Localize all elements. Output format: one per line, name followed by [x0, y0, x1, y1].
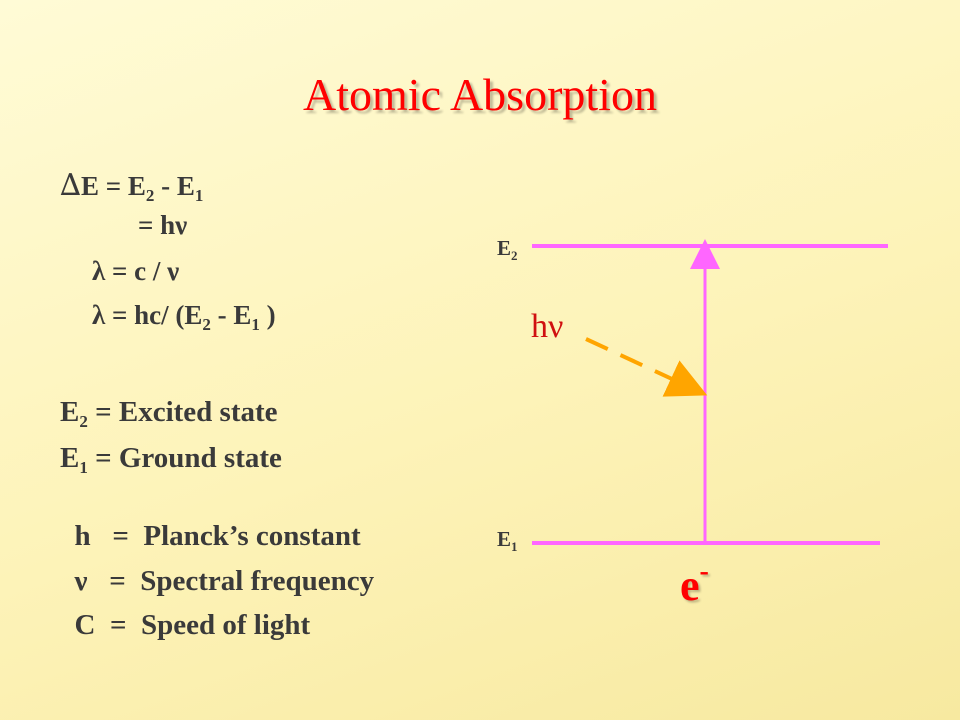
def-symbol: E [60, 396, 80, 428]
eq4-part-b: - E [210, 300, 252, 330]
def-symbol: h [74, 520, 91, 552]
eq4-sub-1: 1 [251, 315, 260, 334]
equation-h-nu: = hν [138, 210, 188, 240]
photon-label: hν [531, 308, 564, 345]
eq4-sub-2: 2 [202, 315, 211, 334]
electron-label: e- [680, 556, 709, 610]
eq1-lhs: E = E [80, 171, 146, 201]
slide-title: Atomic Absorption [303, 69, 657, 120]
photon-arrow [585, 337, 708, 397]
definition-frequency: ν = Spectral frequency [60, 532, 375, 598]
def-symbol: ν [74, 565, 88, 597]
def-symbol: E [60, 442, 80, 474]
equation-lambda-c: λ = c / ν [92, 256, 179, 287]
delta-symbol: ∆ [60, 168, 81, 203]
def-text: = Speed of light [95, 609, 311, 641]
lower-level-label: E1 [497, 527, 518, 554]
equation-lambda-hc: λ = hc/ (E2 - E1 ) [92, 300, 276, 335]
eq1-sub-1: 1 [194, 186, 204, 205]
lambda-symbol: λ [92, 300, 106, 330]
def-text: = Planck’s constant [90, 520, 361, 552]
eq4-part-c: ) [259, 300, 276, 330]
eq4-part-a: = hc/ (E [105, 300, 203, 330]
definition-excited-state: E2 = Excited state [60, 396, 278, 432]
definition-ground-state: E1 = Ground state [60, 442, 282, 478]
lambda-symbol: λ [92, 256, 106, 286]
def-symbol: C [74, 609, 96, 641]
def-sub: 1 [79, 458, 88, 477]
definition-planck: h = Planck’s constant [60, 487, 361, 553]
definition-speed-of-light: C = Speed of light [60, 576, 311, 642]
def-text: = Ground state [87, 442, 282, 474]
eq1-mid: - E [154, 171, 195, 201]
eq1-sub-2: 2 [145, 186, 155, 205]
def-sub: 2 [79, 412, 88, 431]
def-text: = Excited state [87, 396, 278, 428]
equation-delta-e: ∆E = E2 - E1 [60, 168, 203, 206]
upper-level-label: E2 [497, 236, 518, 263]
def-text: = Spectral frequency [87, 565, 375, 597]
eq3-rest: = c / ν [105, 256, 180, 286]
